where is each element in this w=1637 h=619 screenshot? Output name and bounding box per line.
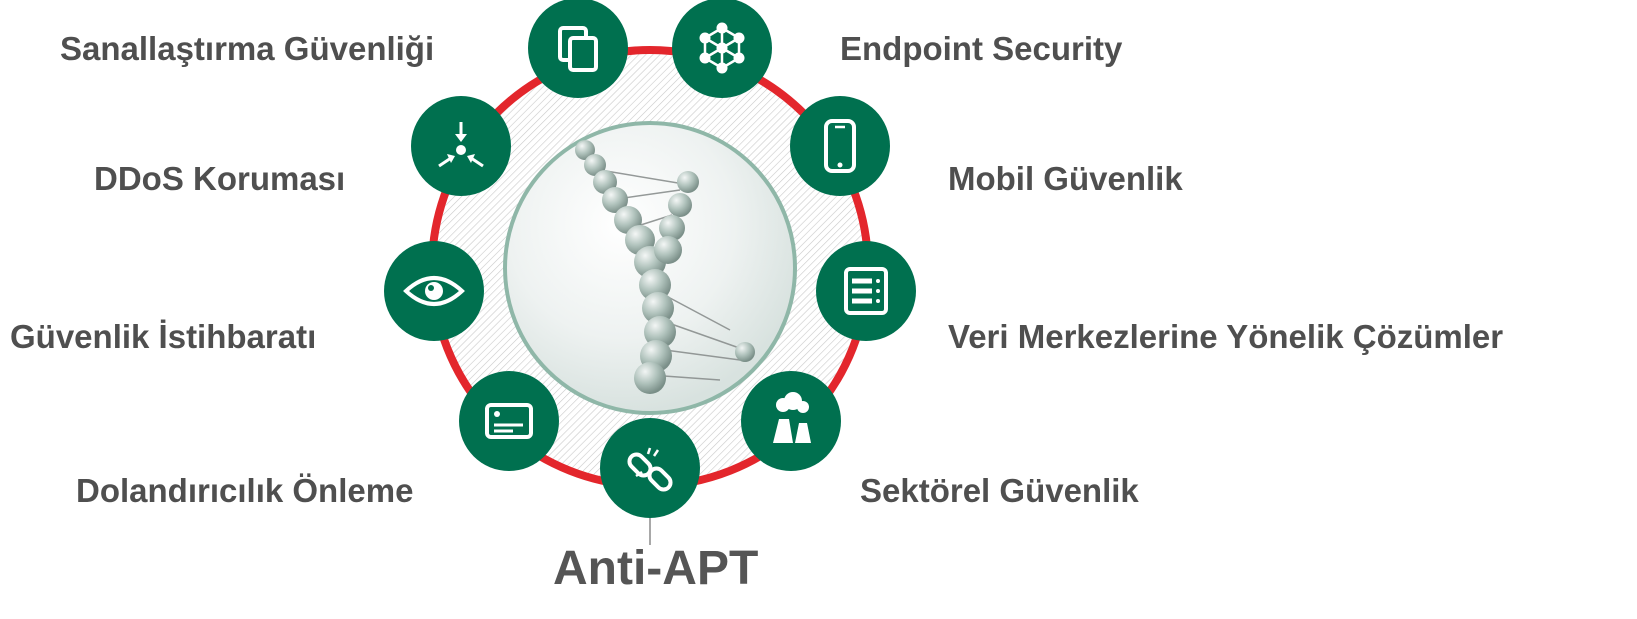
converging-arrows-icon bbox=[438, 122, 484, 168]
label-industrial: Sektörel Güvenlik bbox=[860, 472, 1139, 509]
label-endpoint: Endpoint Security bbox=[840, 30, 1123, 67]
node-endpoint bbox=[672, 0, 772, 98]
power-plant-icon bbox=[773, 392, 811, 443]
node-ddos bbox=[411, 96, 511, 196]
node-mobile bbox=[790, 96, 890, 196]
label-datacenter: Veri Merkezlerine Yönelik Çözümler bbox=[948, 318, 1504, 355]
eye-icon bbox=[403, 276, 465, 306]
molecule-network-icon bbox=[699, 22, 745, 74]
node-circle bbox=[741, 371, 841, 471]
label-anti-apt: Anti-APT bbox=[553, 542, 759, 595]
credit-card-icon bbox=[485, 403, 533, 439]
label-mobile: Mobil Güvenlik bbox=[948, 160, 1183, 197]
copy-documents-icon bbox=[558, 26, 598, 72]
label-intelligence: Güvenlik İstihbaratı bbox=[10, 318, 317, 355]
node-industrial bbox=[741, 371, 841, 471]
node-antiapt bbox=[600, 418, 700, 518]
node-virtualization bbox=[528, 0, 628, 98]
label-ddos: DDoS Koruması bbox=[94, 160, 346, 197]
smartphone-icon bbox=[824, 119, 856, 173]
node-circle bbox=[459, 371, 559, 471]
node-circle bbox=[790, 96, 890, 196]
broken-link-icon bbox=[627, 447, 673, 492]
label-fraud: Dolandırıcılık Önleme bbox=[76, 472, 414, 509]
node-intelligence bbox=[384, 241, 484, 341]
server-rack-icon bbox=[844, 267, 888, 315]
node-fraud bbox=[459, 371, 559, 471]
node-datacenter bbox=[816, 241, 916, 341]
label-virtualization: Sanallaştırma Güvenliği bbox=[60, 30, 435, 67]
dna-helix-illustration bbox=[575, 140, 755, 394]
